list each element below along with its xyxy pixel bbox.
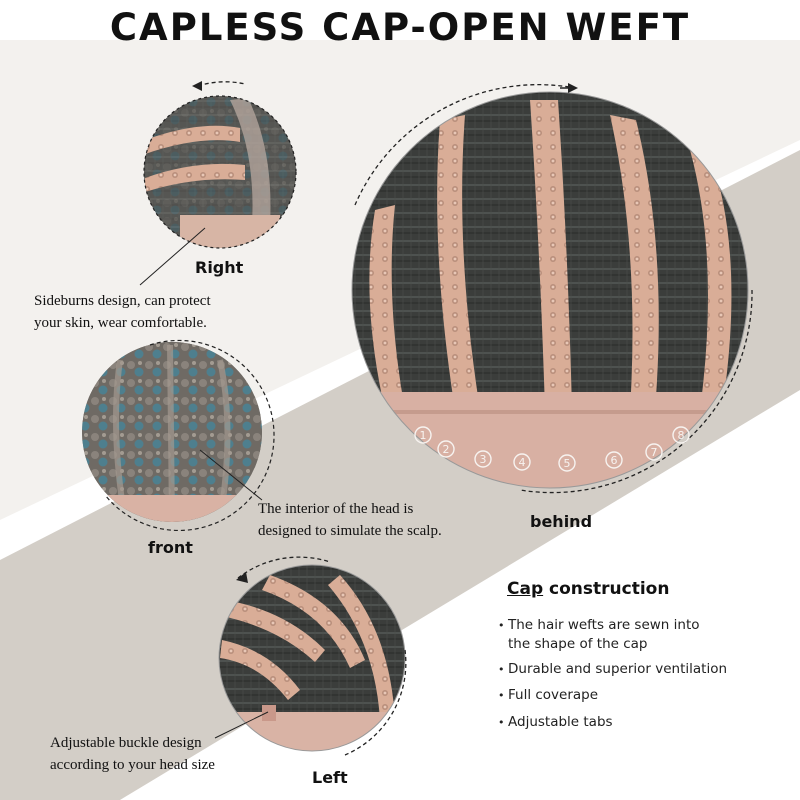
behind-view-label: behind (530, 512, 593, 531)
note-line: designed to simulate the scalp. (258, 523, 442, 539)
size-marker-label: 1 (420, 429, 427, 442)
sideburns-leader-line (139, 227, 206, 286)
list-item: Full coverape (498, 686, 727, 705)
list-item-line: The hair wefts are sewn into (508, 617, 700, 633)
list-item-line: the shape of the cap (508, 636, 648, 652)
size-marker-label: 8 (678, 429, 685, 442)
cap-construction-heading-underlined: Cap (507, 579, 544, 599)
cap-construction-heading: Cap construction (507, 579, 669, 599)
size-marker (414, 426, 432, 444)
size-marker-label: 6 (611, 454, 618, 467)
cap-construction-heading-rest: construction (543, 579, 670, 599)
note-line: Sideburns design, can protect (34, 293, 211, 309)
size-marker (558, 454, 576, 472)
list-item-line: Full coverape (508, 687, 599, 703)
note-line: The interior of the head is (258, 501, 414, 517)
right-arrow-icon (192, 81, 202, 91)
right-view-label: Right (195, 258, 244, 277)
cap-construction-list: The hair wefts are sewn into the shape o… (498, 616, 727, 732)
note-line: according to your head size (50, 757, 215, 773)
note-line: Adjustable buckle design (50, 735, 202, 751)
list-item-line: Durable and superior ventilation (508, 661, 728, 677)
list-item-line: Adjustable tabs (508, 714, 613, 730)
size-marker (437, 440, 455, 458)
behind-dashed-arc (354, 83, 576, 206)
front-cap-image (82, 342, 262, 522)
size-marker (645, 443, 663, 461)
size-marker-label: 7 (651, 446, 658, 459)
sideburns-note: Sideburns design, can protect your skin,… (34, 290, 211, 334)
size-marker-label: 2 (443, 443, 450, 456)
left-view-label: Left (312, 768, 348, 787)
buckle-leader-line (214, 711, 269, 739)
list-item: Adjustable tabs (498, 713, 727, 732)
size-marker (474, 450, 492, 468)
note-line: your skin, wear comfortable. (34, 315, 207, 331)
size-marker (672, 426, 690, 444)
page-title: CAPLESS CAP-OPEN WEFT (109, 6, 691, 49)
interior-leader-line (199, 449, 263, 501)
list-item: Durable and superior ventilation (498, 660, 727, 679)
list-item: The hair wefts are sewn into the shape o… (498, 616, 727, 654)
front-view-label: front (148, 538, 193, 557)
buckle-note: Adjustable buckle design according to yo… (50, 732, 215, 776)
size-marker (513, 453, 531, 471)
size-marker-label: 3 (480, 453, 487, 466)
behind-cap-image (351, 91, 749, 489)
size-marker (605, 451, 623, 469)
size-markers: 1 2 3 4 5 6 7 8 (414, 426, 690, 472)
left-arrow-icon (236, 572, 248, 583)
right-cap-image (143, 95, 297, 249)
interior-note: The interior of the head is designed to … (258, 498, 442, 542)
size-marker-label: 4 (519, 456, 526, 469)
left-cap-image (218, 564, 406, 752)
size-marker-label: 5 (564, 457, 571, 470)
